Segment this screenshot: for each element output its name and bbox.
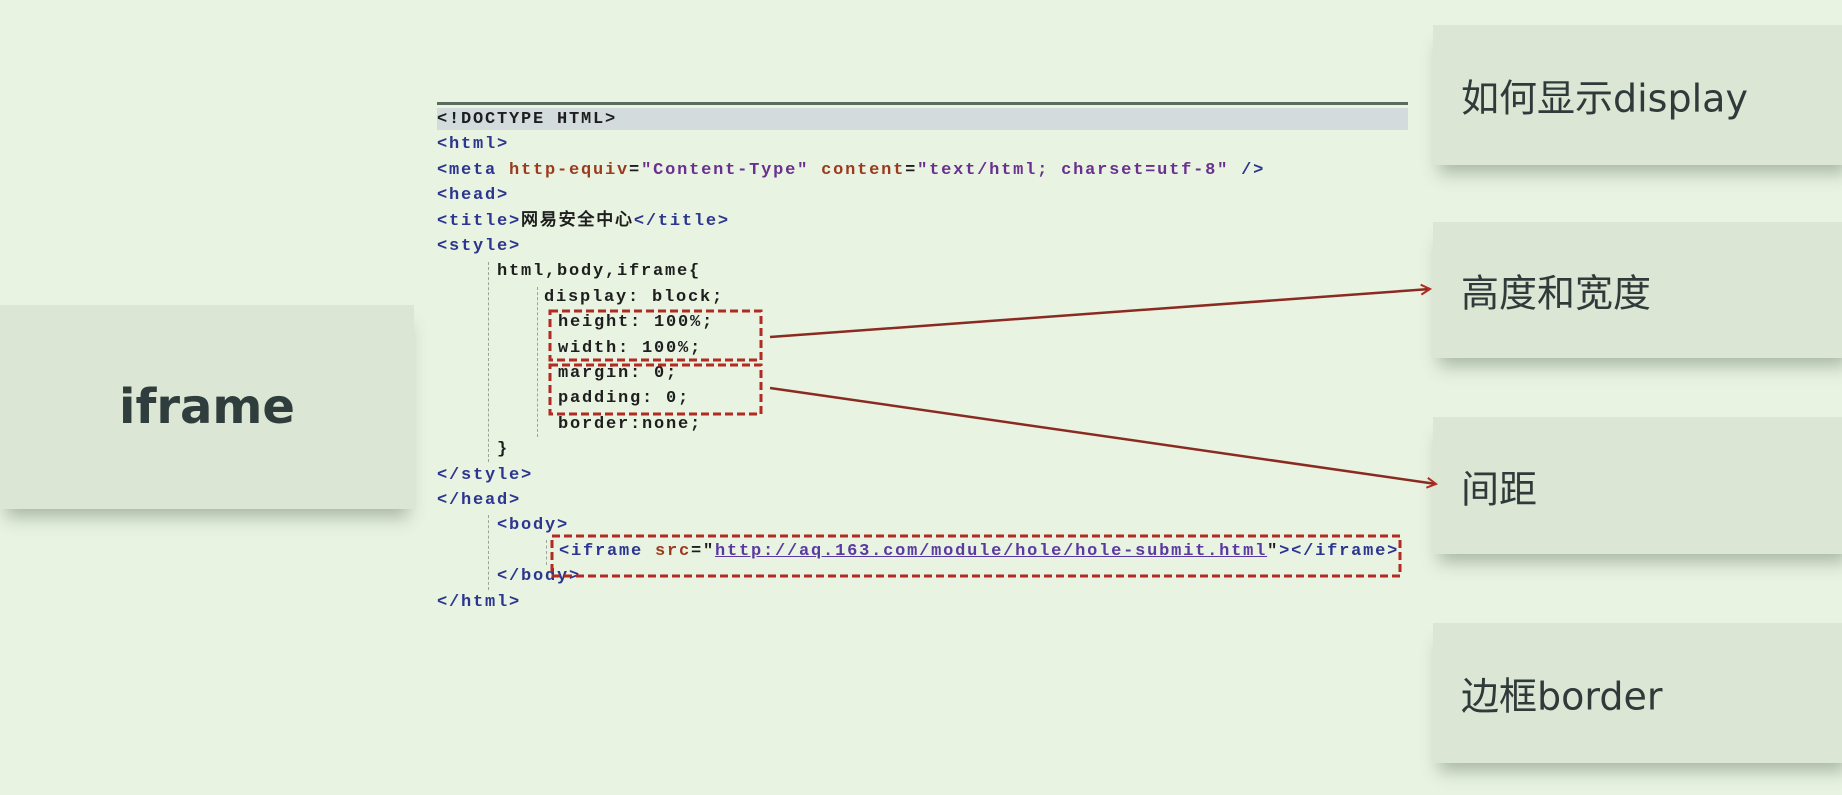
iframe-topic-label: iframe bbox=[119, 379, 295, 435]
code-token: } bbox=[497, 440, 510, 460]
code-line: </head> bbox=[437, 488, 521, 513]
code-token: </html> bbox=[437, 592, 522, 612]
margin-padding-highlight-box bbox=[548, 363, 763, 416]
code-token: content bbox=[809, 160, 906, 180]
code-line: <title>网易安全中心</title> bbox=[437, 209, 730, 234]
code-token: </head> bbox=[437, 491, 522, 510]
arrow-to-size-card bbox=[769, 289, 1430, 339]
code-token: <style> bbox=[437, 237, 522, 256]
code-token: = bbox=[905, 160, 918, 180]
code-token: " bbox=[1267, 541, 1280, 561]
code-line: <body> bbox=[497, 513, 569, 538]
code-token: width: 100%; bbox=[558, 338, 703, 358]
border-card: 边框border bbox=[1433, 623, 1842, 763]
height-width-highlight-box bbox=[548, 309, 763, 362]
iframe-tag-highlight-box bbox=[550, 534, 1402, 578]
code-line: </html> bbox=[437, 590, 521, 615]
code-line: <!DOCTYPE HTML> bbox=[437, 107, 617, 132]
code-line: </body> bbox=[497, 564, 581, 589]
code-line: <head> bbox=[437, 183, 509, 208]
code-token: </body> bbox=[497, 567, 582, 587]
code-link[interactable]: http://aq.163.com/module/hole/hole-submi… bbox=[715, 541, 1268, 561]
display-card-label: 如何显示display bbox=[1461, 76, 1748, 121]
code-token: </style> bbox=[437, 465, 534, 485]
code-token: ></iframe> bbox=[1279, 541, 1400, 561]
code-token: display: block; bbox=[544, 287, 725, 307]
spacing-card-label: 间距 bbox=[1461, 467, 1538, 511]
indent-guide bbox=[537, 287, 538, 437]
code-token: <title> bbox=[437, 211, 522, 231]
code-line: </style> bbox=[437, 463, 533, 488]
code-token: =" bbox=[691, 541, 716, 561]
code-token: http-equiv bbox=[509, 160, 630, 180]
code-line: padding: 0; bbox=[558, 386, 690, 411]
spacing-card: 间距 bbox=[1433, 417, 1842, 554]
code-token: = bbox=[629, 160, 642, 180]
code-token: "Content-Type" bbox=[641, 160, 810, 180]
indent-guide bbox=[488, 262, 489, 462]
code-token: margin: 0; bbox=[558, 364, 679, 383]
size-card-label: 高度和宽度 bbox=[1461, 271, 1652, 316]
code-doctype-highlight bbox=[437, 108, 1408, 130]
code-token: <head> bbox=[437, 186, 510, 206]
code-token: 网易安全中心 bbox=[521, 211, 634, 231]
code-line: <style> bbox=[437, 234, 521, 259]
code-token: padding: 0; bbox=[558, 389, 691, 409]
code-line: margin: 0; bbox=[558, 361, 678, 386]
code-token: <html> bbox=[437, 135, 510, 155]
code-token: height: 100%; bbox=[558, 313, 715, 333]
code-top-rule bbox=[437, 102, 1408, 105]
indent-guide bbox=[488, 515, 489, 590]
code-token: "text/html; charset=utf-8" bbox=[917, 160, 1230, 180]
code-token: /> bbox=[1229, 160, 1266, 180]
code-token: <iframe bbox=[559, 541, 656, 561]
code-token: <!DOCTYPE HTML> bbox=[437, 110, 618, 129]
indent-guide bbox=[546, 540, 547, 565]
display-card: 如何显示display bbox=[1433, 25, 1842, 165]
code-token: html,body,iframe{ bbox=[497, 262, 702, 282]
size-card: 高度和宽度 bbox=[1433, 222, 1842, 358]
code-line: border:none; bbox=[558, 412, 702, 437]
arrow-to-spacing-card bbox=[769, 386, 1436, 484]
border-card-label: 边框border bbox=[1461, 674, 1663, 719]
code-line: <html> bbox=[437, 132, 509, 157]
code-token: <meta bbox=[437, 160, 510, 180]
code-token: <body> bbox=[497, 516, 570, 536]
code-token: </title> bbox=[633, 211, 730, 231]
code-line: height: 100%; bbox=[558, 310, 714, 335]
code-line: <meta http-equiv="Content-Type" content=… bbox=[437, 158, 1265, 183]
code-line: display: block; bbox=[544, 285, 724, 310]
code-line: } bbox=[497, 437, 509, 462]
code-line: html,body,iframe{ bbox=[497, 259, 701, 284]
code-line: width: 100%; bbox=[558, 336, 702, 361]
iframe-topic-card: iframe bbox=[0, 305, 414, 509]
code-token: border:none; bbox=[558, 414, 703, 434]
code-line: <iframe src="http://aq.163.com/module/ho… bbox=[559, 539, 1399, 564]
code-token: src bbox=[655, 541, 692, 561]
